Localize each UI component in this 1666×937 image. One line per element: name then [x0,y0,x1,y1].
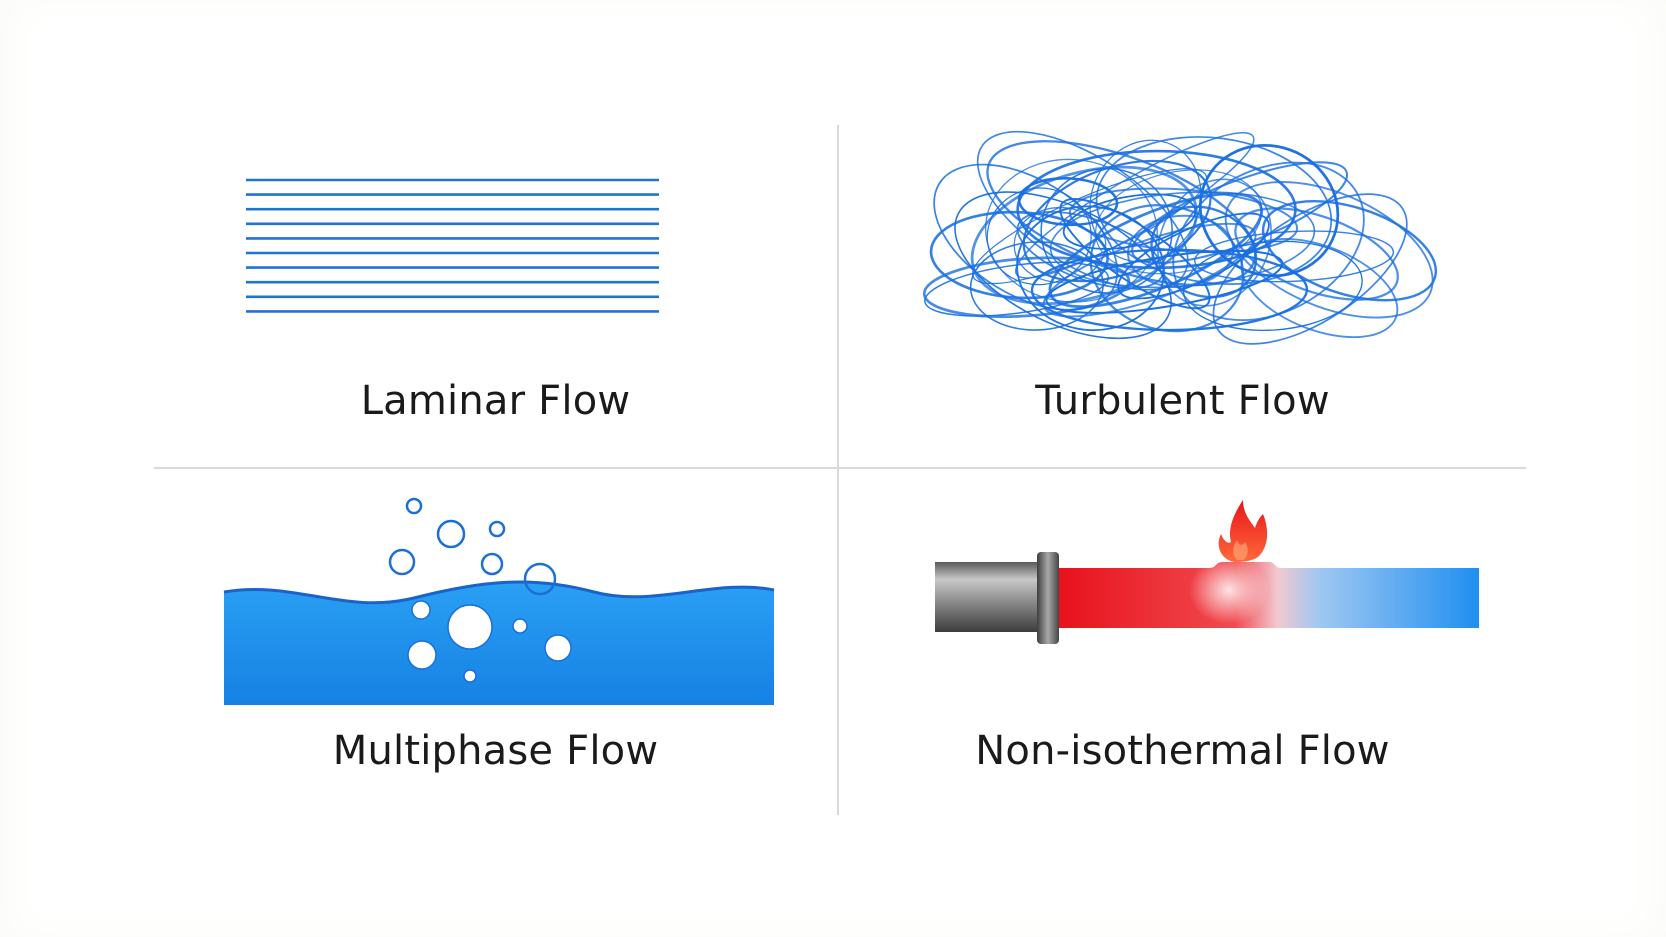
turbulent-eddy [1016,205,1165,332]
turbulent-eddy [984,158,1158,303]
fluid-stream [1059,562,1479,628]
turbulent-flow-illustration [922,130,1438,345]
turbulent-eddy [1131,161,1349,264]
metal-pipe [935,562,1047,632]
turbulent-eddy [1049,191,1316,289]
multiphase-flow-illustration [223,497,775,705]
nonisothermal-flow-illustration [935,500,1479,644]
turbulent-flow-panel: Turbulent Flow [839,130,1526,460]
turbulent-eddy [1182,240,1363,332]
water-surface [223,580,775,605]
turbulent-eddy [1062,193,1197,250]
turbulent-flow-label: Turbulent Flow [1035,378,1330,424]
flame-icon [1218,500,1268,562]
turbulent-eddy [922,256,1131,318]
nonisothermal-flow-panel: Non-isothermal Flow [839,480,1526,810]
turbulent-eddy [1150,205,1258,299]
turbulent-eddy [924,261,1110,317]
submerged-bubbles [407,600,572,683]
pipe-collar [1037,552,1059,644]
laminar-flow-label: Laminar Flow [360,378,631,424]
turbulent-eddy [1048,192,1263,309]
turbulent-eddy [929,210,1109,300]
laminar-flow-panel: Laminar Flow [154,140,837,460]
water-body [224,581,774,705]
horizontal-divider [154,467,1526,469]
turbulent-eddy [1016,149,1297,270]
vertical-divider [837,125,839,815]
turbulent-eddy [1117,212,1270,300]
turbulent-eddy [1089,139,1202,263]
turbulent-eddy [1022,159,1212,283]
turbulent-eddy [954,191,1172,340]
multiphase-flow-label: Multiphase Flow [332,728,659,774]
turbulent-eddy [1095,136,1333,285]
rising-bubbles [388,497,557,596]
nonisothermal-flow-label: Non-isothermal Flow [975,728,1390,774]
multiphase-flow-panel: Multiphase Flow [154,480,837,810]
turbulent-eddy [1234,207,1399,301]
turbulent-eddy [1193,230,1395,283]
laminar-flow-illustration [246,178,659,313]
